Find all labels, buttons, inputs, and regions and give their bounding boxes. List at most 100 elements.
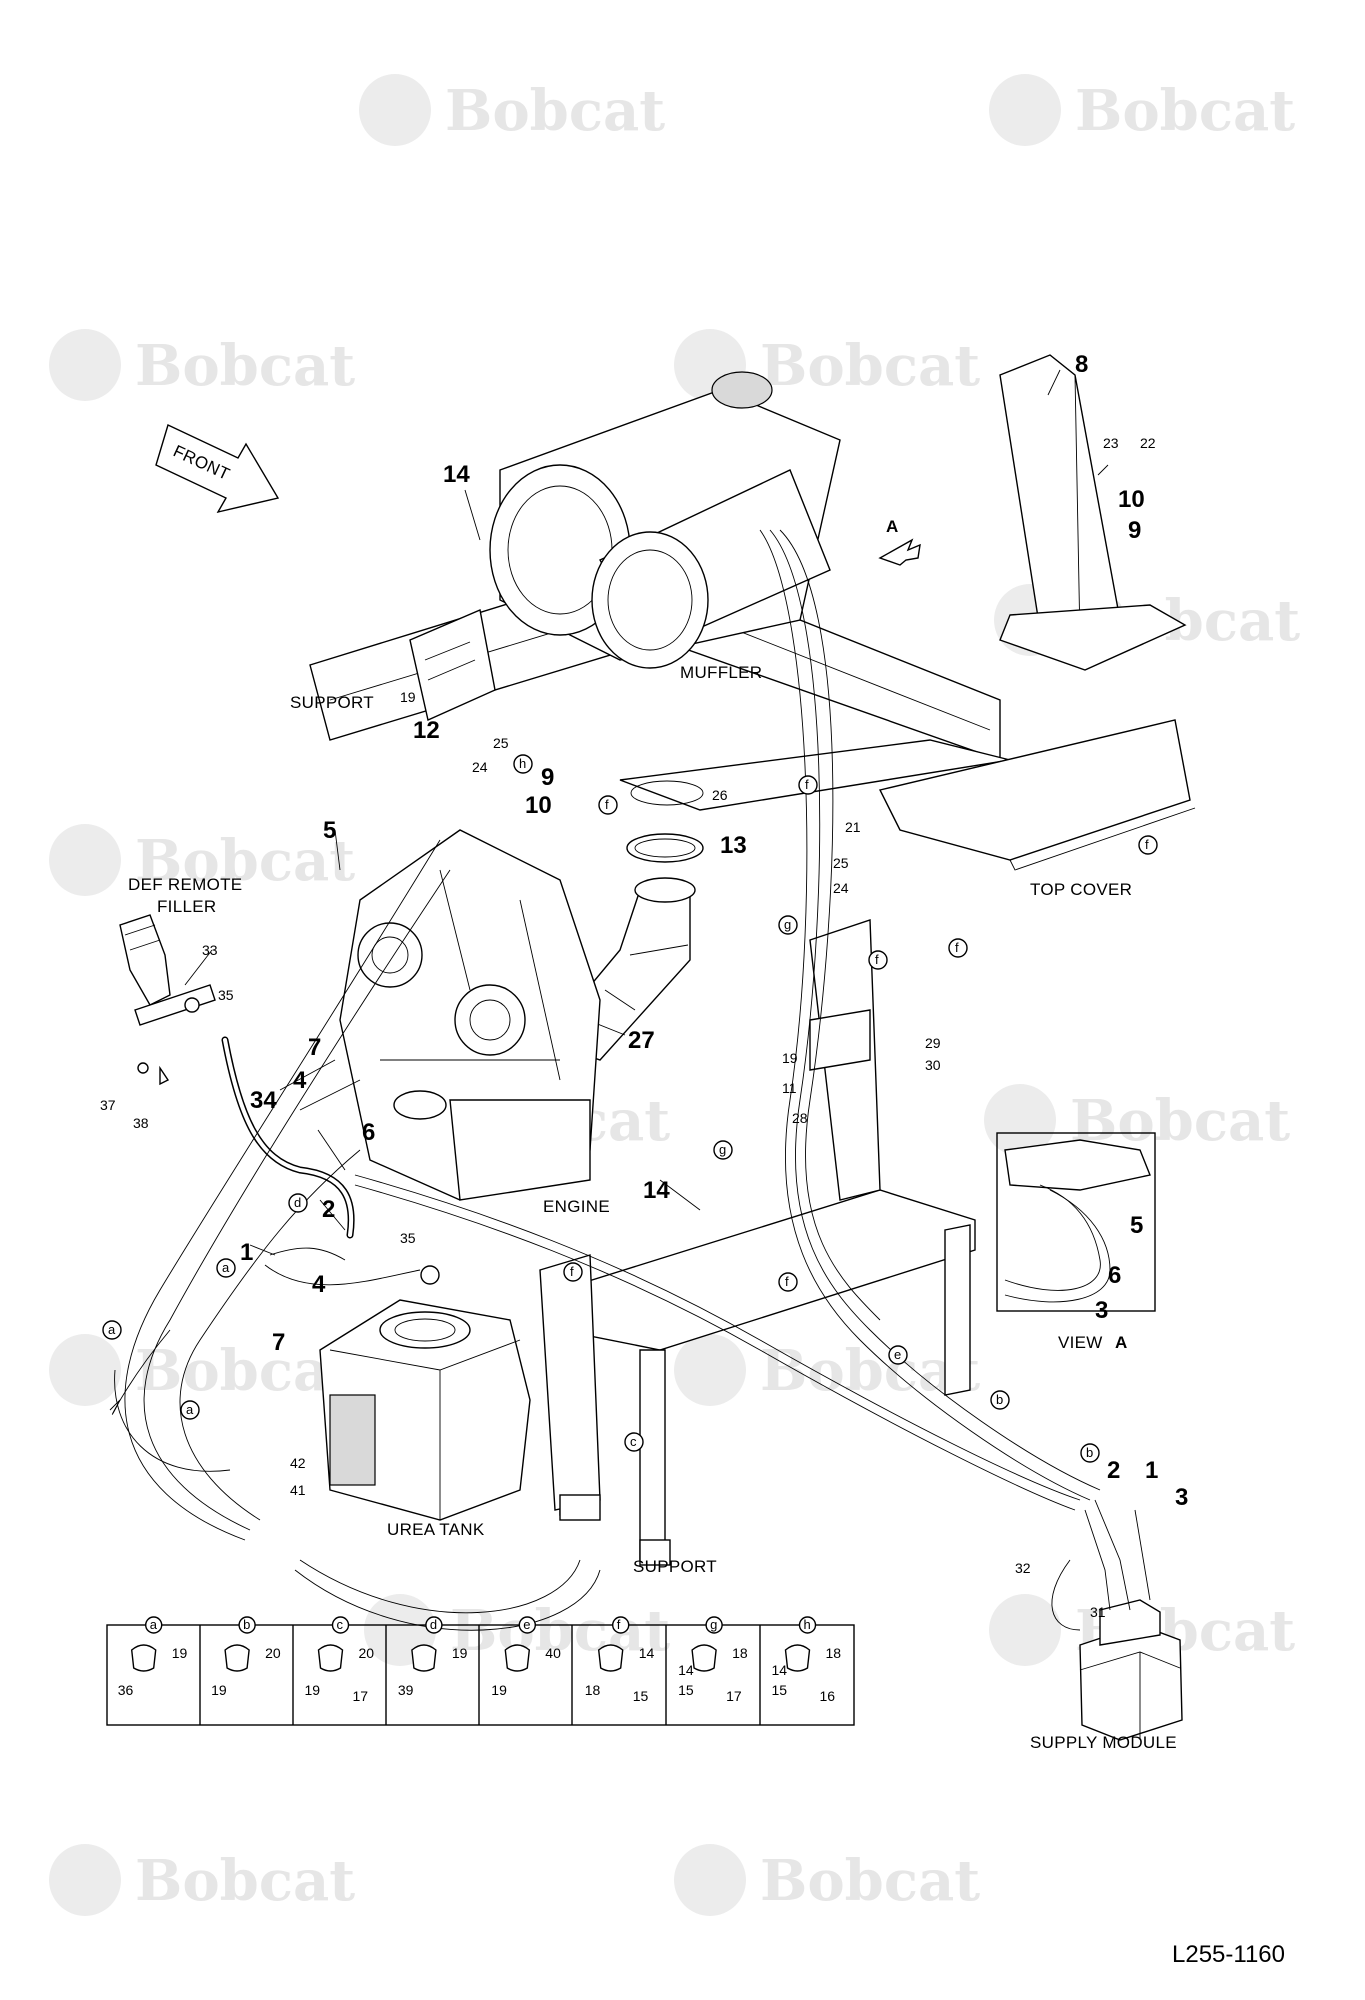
legend-cell-number: 17 <box>726 1688 742 1704</box>
engine-label: ENGINE <box>543 1197 610 1216</box>
svg-text:f: f <box>955 940 959 955</box>
callout-number: 27 <box>628 1027 655 1054</box>
drawing-number: L255-1160 <box>1172 1941 1285 1968</box>
callout-number: 12 <box>413 717 440 744</box>
callout-number: 14 <box>443 461 470 488</box>
legend-cell-letter: c <box>337 1617 344 1632</box>
view-a-inset <box>996 1132 1156 1312</box>
legend-cell-number: 19 <box>491 1682 507 1698</box>
leader-lines <box>184 369 1109 1256</box>
callout-number: 28 <box>792 1110 808 1126</box>
bobcat-logo-icon <box>49 824 121 896</box>
legend-cell-number: 20 <box>359 1645 375 1661</box>
support-bottom-label: SUPPORT <box>633 1557 717 1576</box>
legend-cell-number: 17 <box>353 1688 369 1704</box>
callout-number: 10 <box>525 792 552 819</box>
callout-number: 21 <box>845 819 861 835</box>
watermark-text: Bobcat <box>760 1848 980 1914</box>
callout-number: 10 <box>1118 486 1145 513</box>
legend-cell-letter: b <box>243 1617 250 1632</box>
legend-cell-letter: f <box>617 1617 621 1632</box>
svg-text:f: f <box>1145 837 1149 852</box>
muffler-assembly <box>489 371 841 669</box>
callout-number: 42 <box>290 1455 306 1471</box>
callout-number: 24 <box>833 880 849 896</box>
view-a-frame <box>996 1132 1156 1312</box>
svg-text:e: e <box>894 1347 901 1362</box>
arrow-a-label: A <box>886 517 899 536</box>
clamp-icon <box>317 1644 344 1672</box>
clamp-icon <box>224 1644 250 1672</box>
svg-text:a: a <box>222 1260 230 1275</box>
bobcat-logo-icon <box>674 1844 746 1916</box>
callout-number: 4 <box>312 1271 326 1298</box>
supply-module-label: SUPPLY MODULE <box>1030 1733 1177 1752</box>
part-8-stand <box>999 354 1187 671</box>
svg-text:f: f <box>875 952 879 967</box>
svg-text:b: b <box>996 1392 1003 1407</box>
ref-circle: b <box>1080 1443 1100 1463</box>
callout-number: 9 <box>1128 517 1141 544</box>
clamp-icon <box>597 1644 624 1672</box>
callout-number: 7 <box>308 1034 321 1061</box>
def-remote-filler-label-1: DEF REMOTE <box>128 875 242 894</box>
watermark-text: Bobcat <box>445 78 665 144</box>
svg-text:a: a <box>186 1402 194 1417</box>
watermark-text: Bobcat <box>1070 1088 1290 1154</box>
callout-number: 25 <box>493 735 509 751</box>
legend-cell-number: 18 <box>585 1682 601 1698</box>
callout-number: 30 <box>925 1057 941 1073</box>
hoses <box>109 529 1151 1631</box>
component-labels: SUPPORT MUFFLER TOP COVER DEF REMOTE FIL… <box>128 517 1177 1752</box>
clamp-icon <box>504 1644 531 1672</box>
front-arrow: FRONT <box>155 424 280 514</box>
view-a-letter: A <box>1115 1333 1128 1352</box>
ref-circle: a <box>180 1400 200 1420</box>
svg-text:f: f <box>785 1274 789 1289</box>
bobcat-logo-icon <box>49 1844 121 1916</box>
callout-number: 14 <box>643 1177 670 1204</box>
legend-cell-letter: e <box>523 1617 530 1632</box>
callout-numbers: 8 14 12 19 25 24 9 10 26 13 23 22 10 9 2… <box>100 351 1188 1620</box>
legend-cell-letter: h <box>804 1617 811 1632</box>
bobcat-logo-icon <box>674 1334 746 1406</box>
ref-circle: f <box>868 950 888 970</box>
watermark-text: Bobcat <box>135 1338 355 1404</box>
legend-cell-number: 18 <box>826 1645 842 1661</box>
svg-text:h: h <box>519 756 526 771</box>
svg-text:f: f <box>605 797 609 812</box>
callout-number: 19 <box>400 689 416 705</box>
support-bracket <box>409 609 496 721</box>
watermark-text: Bobcat <box>450 1598 670 1664</box>
callout-number: 34 <box>250 1087 277 1114</box>
callout-number: 13 <box>720 832 747 859</box>
watermark-text: Bobcat <box>135 1848 355 1914</box>
clamp-legend <box>106 1624 855 1726</box>
bobcat-logo-icon <box>989 1594 1061 1666</box>
legend-cell-letter: g <box>710 1617 717 1632</box>
svg-text:g: g <box>719 1142 726 1157</box>
legend-cell-number: 19 <box>172 1645 188 1661</box>
ref-circle: f <box>598 795 618 815</box>
watermark-text: Bobcat <box>135 828 355 894</box>
urea-tank-label: UREA TANK <box>387 1520 485 1539</box>
ref-circle: h <box>513 754 533 774</box>
view-direction-arrow-icon <box>878 538 921 566</box>
legend-cell-number: 15 <box>633 1688 649 1704</box>
svg-text:b: b <box>1086 1445 1093 1460</box>
callout-number: 5 <box>323 817 336 844</box>
top-cover <box>878 719 1196 871</box>
callout-number: 8 <box>1075 351 1088 378</box>
legend-cell-number: 16 <box>820 1688 836 1704</box>
callout-number: 4 <box>293 1067 307 1094</box>
legend-cell-number: 20 <box>265 1645 281 1661</box>
legend-cell-number: 19 <box>305 1682 321 1698</box>
callout-number: 3 <box>1095 1297 1108 1324</box>
callout-number: 31 <box>1090 1604 1106 1620</box>
ref-circle: e <box>888 1345 908 1365</box>
legend-cell-number: 39 <box>398 1682 414 1698</box>
callout-number: 35 <box>400 1230 416 1246</box>
legend-cell-number: 36 <box>118 1682 134 1698</box>
